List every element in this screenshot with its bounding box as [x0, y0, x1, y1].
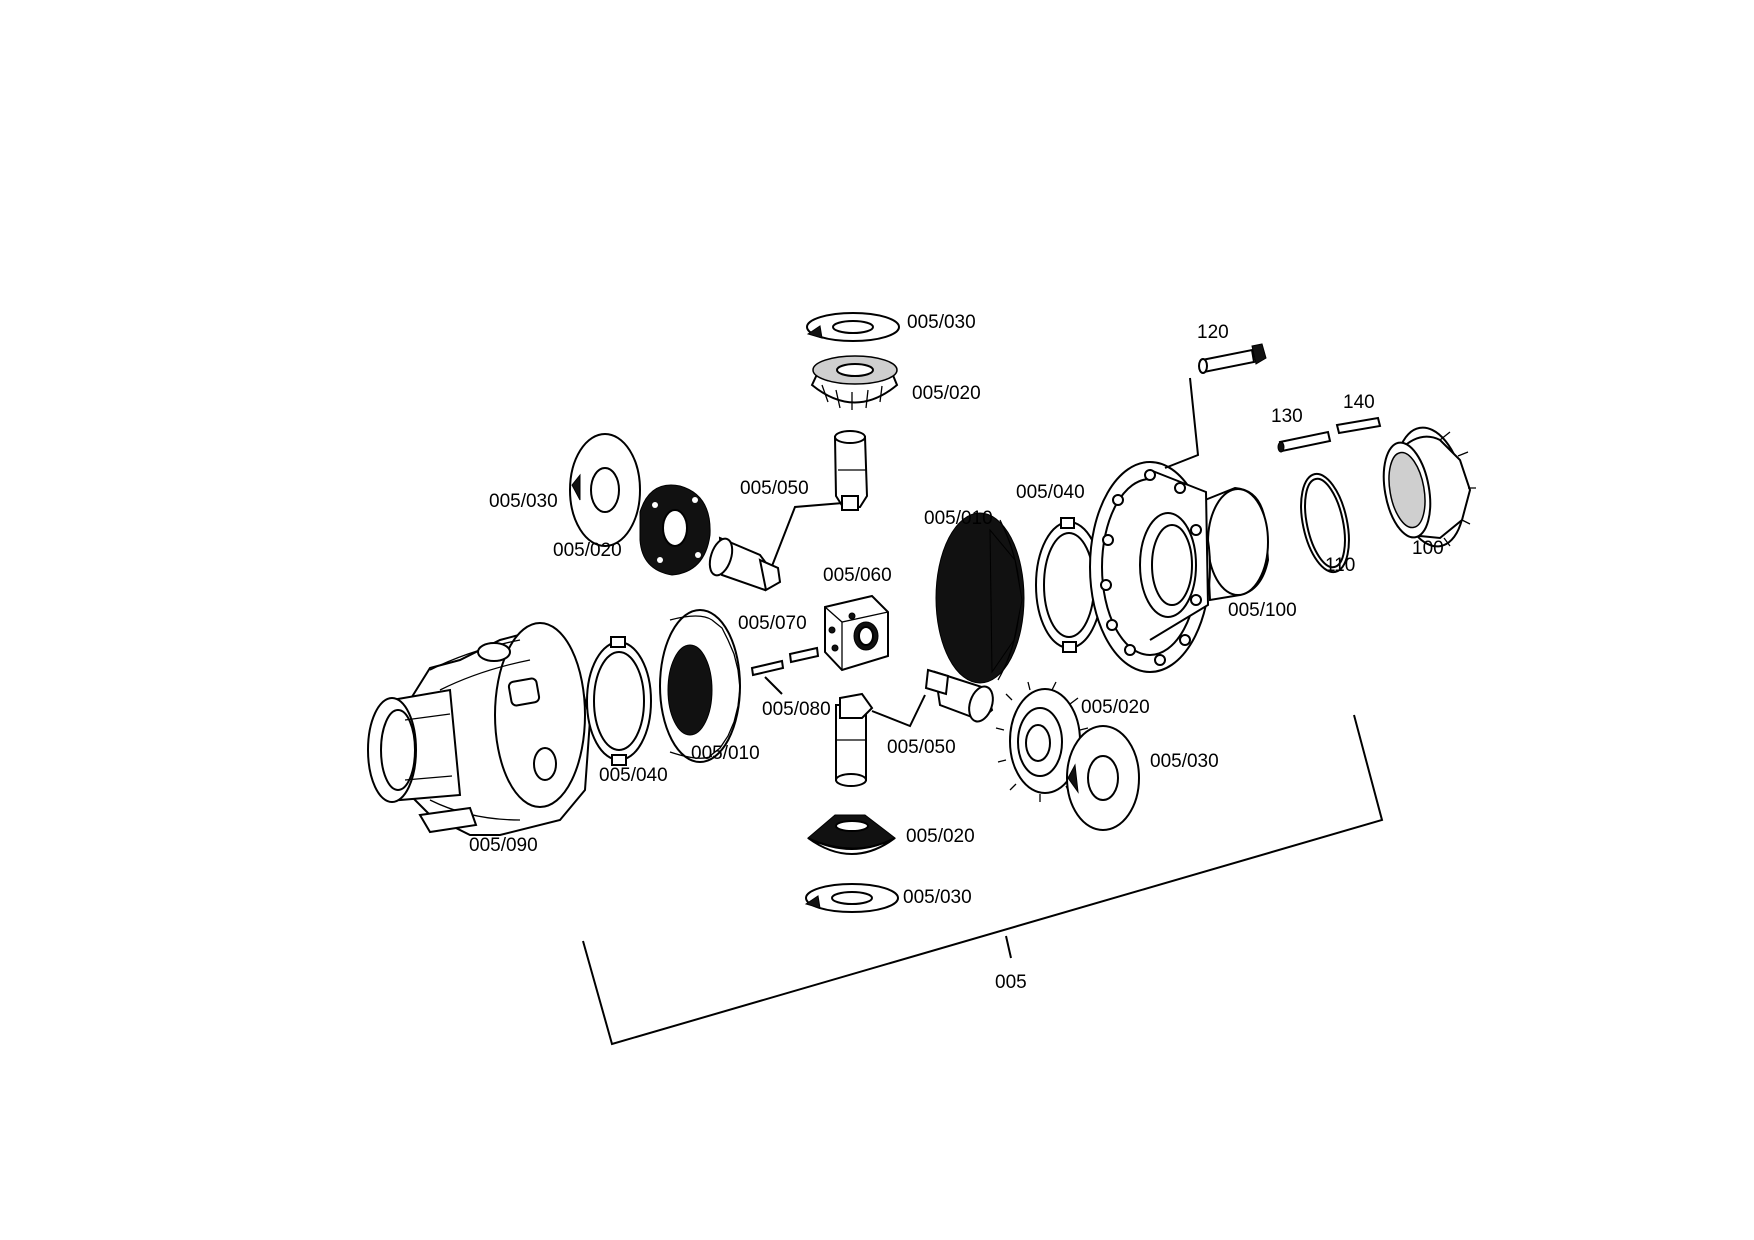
- label-left-shim: 005/040: [599, 765, 668, 786]
- label-upper-left-thrust-washer: 005/030: [489, 491, 558, 512]
- label-housing-right: 005/100: [1228, 600, 1297, 621]
- label-top-pinion: 005/020: [912, 383, 981, 404]
- right-pinion-005-020: [995, 681, 1089, 802]
- label-ring-gear-100: 100: [1412, 538, 1444, 559]
- label-pin-130: 130: [1271, 406, 1303, 427]
- pins-005-070-080: [750, 646, 820, 695]
- cross-block-005-060: [824, 594, 889, 672]
- pin-130: [1277, 430, 1332, 453]
- right-thrust-washer-005-030: [1066, 725, 1140, 831]
- upper-left-pinion-005-020: [639, 484, 711, 576]
- lower-shaft-leader: [871, 694, 926, 728]
- label-right-shim: 005/040: [1016, 482, 1085, 503]
- label-bolt: 120: [1197, 322, 1229, 343]
- label-bottom-thrust-washer: 005/030: [903, 887, 972, 908]
- bolt-120: [1164, 343, 1267, 469]
- left-shim-005-040: [586, 636, 652, 766]
- label-assembly: 005: [995, 972, 1027, 993]
- label-lower-shaft: 005/050: [887, 737, 956, 758]
- label-upper-left-pinion: 005/020: [553, 540, 622, 561]
- label-pin-080: 005/080: [762, 699, 831, 720]
- upper-left-thrust-washer-005-030: [569, 433, 641, 547]
- label-bottom-pinion: 005/020: [906, 826, 975, 847]
- top-thrust-washer-005-030: [806, 312, 900, 342]
- ring-gear-100: [1382, 426, 1476, 548]
- left-side-gear-005-010: [659, 609, 741, 763]
- upper-vertical-shaft-005-050: [833, 430, 869, 511]
- top-pinion-005-020: [810, 355, 899, 410]
- label-cross-block: 005/060: [823, 565, 892, 586]
- label-right-thrust-washer: 005/030: [1150, 751, 1219, 772]
- lower-right-shaft: [924, 668, 994, 723]
- label-right-pinion: 005/020: [1081, 697, 1150, 718]
- right-housing-005-100: [1089, 461, 1270, 673]
- label-upper-shaft: 005/050: [740, 478, 809, 499]
- upper-shaft-leader: [771, 502, 844, 567]
- label-ring-110: 110: [1325, 555, 1355, 576]
- assembly-bracket: [582, 714, 1384, 1046]
- lower-vertical-shaft-005-050: [835, 692, 874, 787]
- label-pin-140: 140: [1343, 392, 1375, 413]
- label-pin-070: 005/070: [738, 613, 807, 634]
- upper-left-shaft: [708, 536, 782, 592]
- left-housing-005-090: [367, 622, 592, 836]
- label-right-side-gear: 005/010: [924, 508, 993, 529]
- right-shim-005-040: [1035, 517, 1103, 653]
- label-housing-left: 005/090: [469, 835, 538, 856]
- label-left-side-gear: 005/010: [691, 743, 760, 764]
- right-side-gear-005-010: [935, 512, 1025, 684]
- pin-140: [1335, 416, 1382, 435]
- part-labels: 005/030 005/020 005/030 005/020 005/050 …: [469, 312, 1444, 993]
- bottom-thrust-washer-005-030: [804, 883, 899, 913]
- label-top-thrust-washer: 005/030: [907, 312, 976, 333]
- bottom-pinion-005-020: [807, 814, 896, 855]
- ring-110: [1300, 472, 1350, 574]
